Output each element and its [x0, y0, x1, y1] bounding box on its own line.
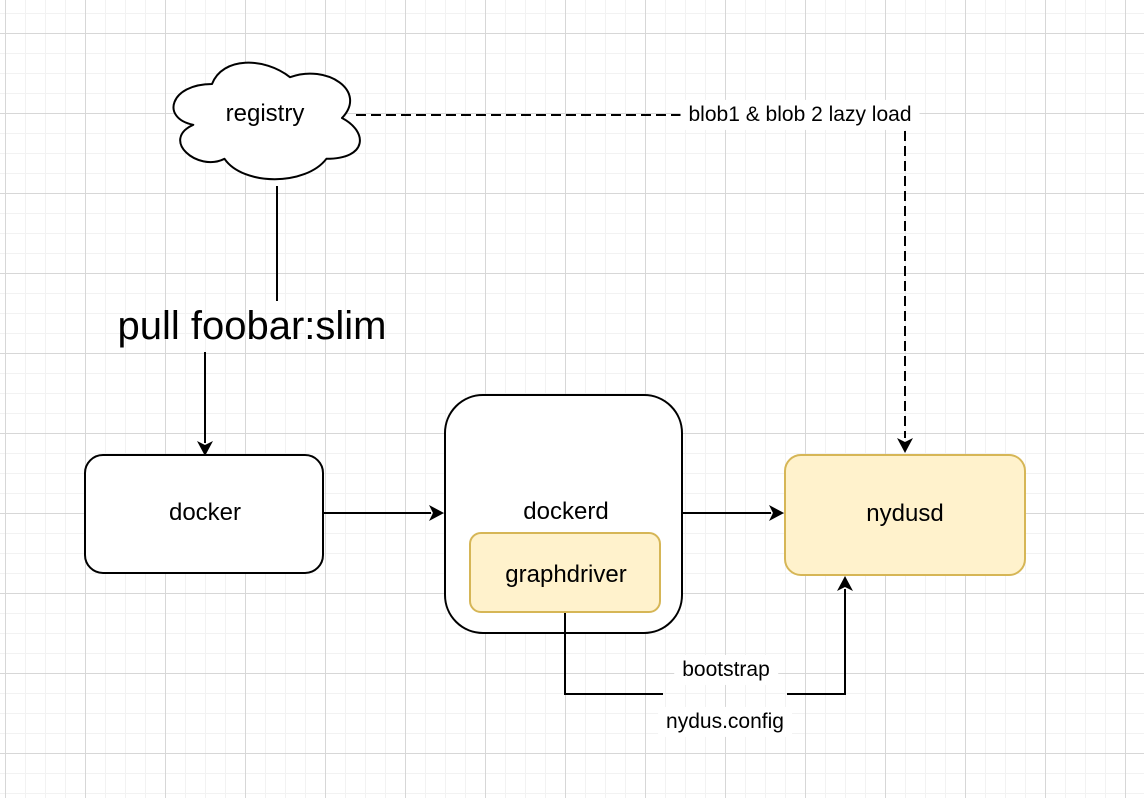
graphdriver-box [469, 532, 661, 613]
bootstrap-edge-label: bootstrap [674, 654, 778, 686]
lazy-load-edge-label: blob1 & blob 2 lazy load [680, 99, 920, 131]
edge-pull-to-docker [197, 352, 213, 456]
nydusd-label: nydusd [866, 500, 944, 528]
edge-dockerd-to-nydusd [682, 505, 784, 521]
arrowhead-right-icon [429, 505, 444, 521]
pull-command-label: pull foobar:slim [117, 304, 387, 348]
arrowhead-down-icon [197, 441, 213, 456]
nydus-config-edge-label: nydus.config [658, 706, 792, 738]
registry-label: registry [225, 100, 305, 128]
registry-cloud [172, 61, 361, 181]
docker-label: docker [168, 499, 242, 527]
edge-docker-to-dockerd [323, 505, 444, 521]
dockerd-label: dockerd [523, 498, 609, 526]
nydusd-box [784, 454, 1026, 576]
graphdriver-label: graphdriver [505, 561, 627, 589]
arrowhead-up-icon [837, 576, 853, 591]
edge-registry-to-nydusd-dashed [356, 114, 913, 453]
edge-graphdriver-to-nydusd [564, 576, 853, 695]
arrowhead-down-icon [897, 438, 913, 453]
arrowhead-right-icon [769, 505, 784, 521]
